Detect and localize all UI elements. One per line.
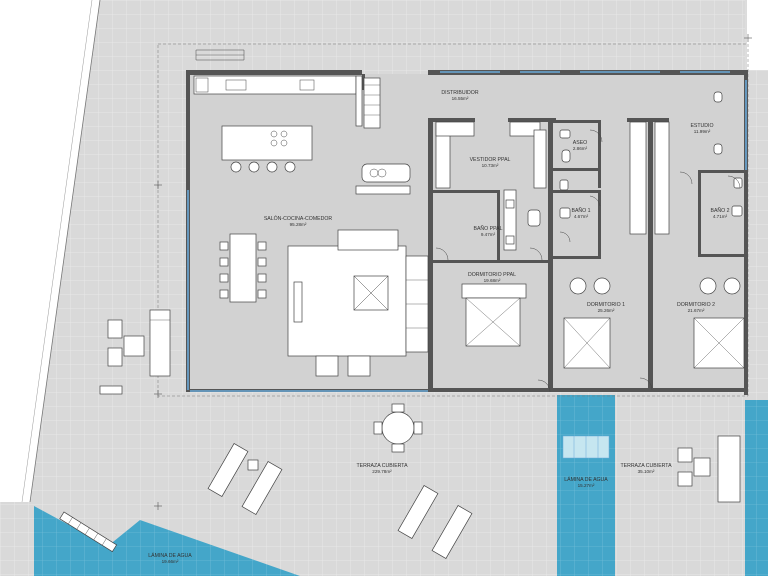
area-terraza: 229.78m²	[372, 469, 392, 474]
round-table-terrace	[373, 403, 423, 453]
bed-dormitorio-2	[693, 277, 745, 369]
label-dormitorio-2: DORMITORIO 2	[677, 302, 715, 308]
label-dormitorio-ppal: DORMITORIO PPAL	[468, 272, 516, 278]
interior-walls	[362, 74, 744, 390]
bed-dormitorio-ppal	[461, 283, 527, 347]
area-aseo: 2.86m²	[573, 146, 588, 151]
closets	[435, 121, 670, 251]
water-pool-left	[34, 506, 300, 576]
area-bano-2: 4.71m²	[713, 214, 728, 219]
label-dormitorio-1: DORMITORIO 1	[587, 302, 625, 308]
area-bano-1: 4.67m²	[574, 214, 589, 219]
area-salon: 95.28m²	[290, 222, 307, 227]
kitchen-counter	[193, 75, 381, 129]
label-bano-1: BAÑO 1	[571, 207, 590, 214]
label-aseo: ASEO	[573, 140, 587, 146]
water-pool-center	[557, 395, 615, 576]
doors	[435, 129, 741, 393]
area-estudio: 11.99m²	[694, 129, 711, 134]
area-dormitorio-1: 25.26m²	[598, 308, 615, 313]
label-estudio: ESTUDIO	[690, 123, 713, 129]
living-area	[287, 229, 429, 377]
console-table	[355, 163, 411, 195]
area-bano-ppal: 9.47m²	[481, 232, 496, 237]
label-terraza: TERRAZA CUBIERTA	[356, 463, 408, 469]
label-lamina-centro: LÁMINA DE AGUA	[564, 476, 608, 483]
lounge-chairs-right	[677, 435, 741, 503]
sunbeds-left	[207, 443, 283, 515]
pool-steps	[59, 511, 118, 553]
windows	[187, 71, 747, 392]
bathroom-fixtures	[505, 91, 743, 245]
label-distribuidor: DISTRIBUIDOR	[441, 90, 478, 96]
label-terraza-2: TERRAZA CUBIERTA	[620, 463, 672, 469]
area-terraza-2: 35.10m²	[638, 469, 655, 474]
dining-table	[219, 233, 267, 303]
water-strip-right	[745, 400, 768, 576]
area-dormitorio-ppal: 19.68m²	[484, 278, 501, 283]
sunbeds-right	[397, 485, 473, 559]
label-bano-2: BAÑO 2	[710, 207, 729, 214]
room-labels: DISTRIBUIDOR 16.55m² SALÓN-COCINA-COMEDO…	[148, 90, 729, 564]
area-lamina-centro: 15.27m²	[578, 483, 595, 488]
bed-dormitorio-1	[563, 277, 611, 369]
label-bano-ppal: BAÑO PPAL	[473, 225, 502, 232]
kitchen-island	[221, 125, 313, 173]
area-vestidor: 10.73m²	[482, 163, 499, 168]
site-white-area	[0, 0, 100, 502]
area-lamina-izq: 19.66m²	[162, 559, 179, 564]
area-distribuidor: 16.55m²	[452, 96, 469, 101]
label-salon: SALÓN-COCINA-COMEDOR	[264, 215, 333, 222]
grid-markers	[154, 34, 752, 510]
lounge-chairs-left	[99, 309, 171, 395]
label-vestidor: VESTIDOR PPAL	[470, 157, 511, 163]
label-lamina-izq: LÁMINA DE AGUA	[148, 552, 192, 559]
area-dormitorio-2: 21.67m²	[688, 308, 705, 313]
